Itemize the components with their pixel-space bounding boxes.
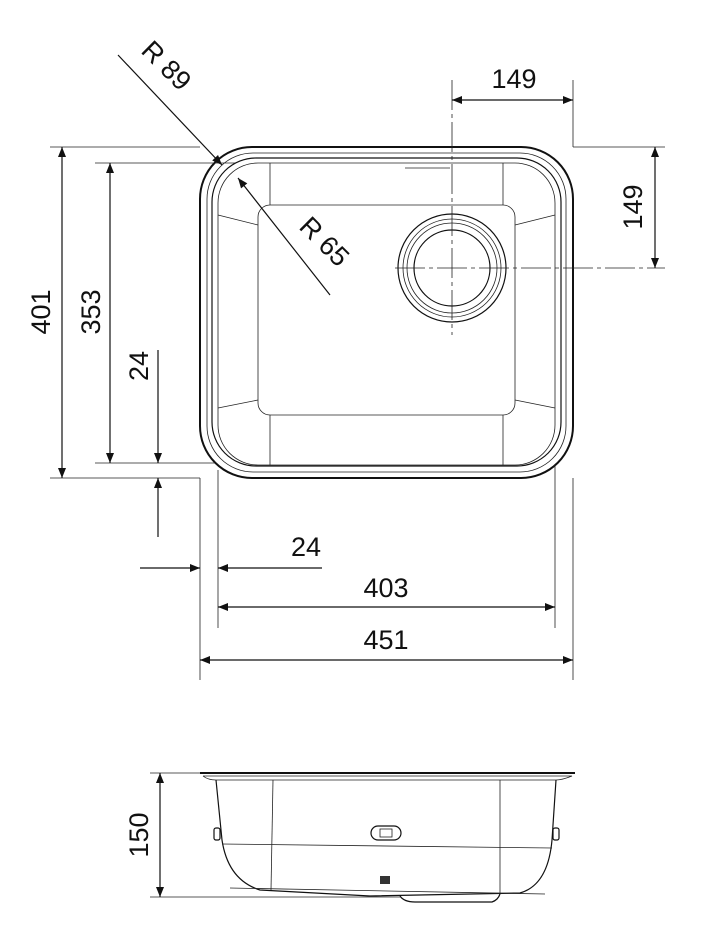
radius-r65: R 65: [237, 177, 356, 296]
dimension-401: 401: [26, 147, 66, 478]
dimension-150: 150: [124, 773, 164, 897]
dimension-label: 451: [363, 625, 408, 655]
dimension-451: 451: [200, 625, 573, 664]
dimension-149-horizontal: 149: [452, 64, 573, 104]
dimension-label: 353: [76, 289, 106, 334]
dimension-label: 149: [491, 64, 536, 94]
radius-r89: R 89: [117, 35, 223, 166]
dimension-24-horizontal: 24: [140, 532, 322, 572]
dimension-label: 24: [291, 532, 321, 562]
dimension-label: 403: [363, 573, 408, 603]
dimension-label: R 65: [294, 211, 356, 273]
dimension-label: 149: [618, 184, 648, 229]
dimension-149-vertical: 149: [618, 147, 659, 268]
dimension-label: R 89: [136, 35, 198, 97]
sink-side-view: [150, 772, 575, 903]
dimension-24-vertical: 24: [124, 350, 162, 537]
dimension-403: 403: [218, 573, 555, 611]
dimension-label: 24: [124, 351, 154, 381]
drain-outlet: [395, 80, 665, 335]
dimension-label: 401: [26, 289, 56, 334]
dimension-353: 353: [76, 163, 114, 463]
extension-lines: [50, 80, 665, 680]
dimension-label: 150: [124, 812, 154, 857]
sink-top-view: [199, 146, 574, 479]
